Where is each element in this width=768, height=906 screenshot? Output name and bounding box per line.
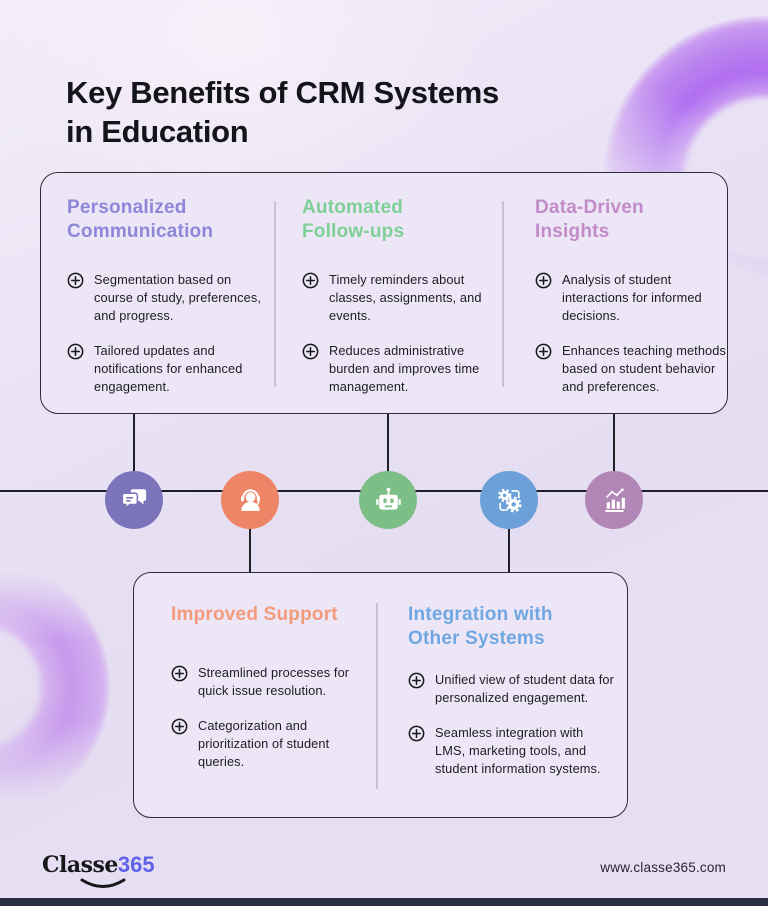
column-personalized-communication: Personalized Communication Segmentation … (41, 173, 272, 413)
benefit-text: Tailored updates and notifications for e… (94, 343, 243, 394)
top-benefits-card: Personalized Communication Segmentation … (40, 172, 728, 414)
benefit-text: Analysis of student interactions for inf… (562, 272, 702, 323)
column-divider (502, 201, 504, 387)
benefit-item: Timely reminders about classes, assignme… (302, 271, 500, 325)
classe365-logo: Classe365 (42, 852, 155, 892)
decorative-ring-bottom-left (0, 556, 110, 818)
gears-icon (497, 488, 522, 512)
connector-bottom-2 (508, 497, 511, 573)
benefit-text: Timely reminders about classes, assignme… (329, 272, 482, 323)
plus-icon (408, 725, 425, 742)
benefit-item: Analysis of student interactions for inf… (535, 271, 727, 325)
robot-icon (375, 487, 401, 510)
robot-icon-circle (359, 471, 417, 529)
title-line-1: Key Benefits of CRM Systems (66, 74, 499, 110)
plus-icon (67, 272, 84, 289)
column-improved-support: Improved Support Streamlined processes f… (134, 573, 375, 817)
column-heading: Integration with Other Systems (408, 604, 553, 649)
plus-icon (302, 272, 319, 289)
benefit-item: Categorization and prioritization of stu… (171, 717, 375, 771)
column-heading: Improved Support (171, 604, 338, 625)
benefit-item: Tailored updates and notifications for e… (67, 342, 272, 396)
benefit-text: Enhances teaching methods based on stude… (562, 343, 726, 394)
column-heading: Personalized Communication (67, 197, 214, 242)
column-divider (274, 201, 276, 387)
logo-smile-arc (80, 878, 126, 888)
plus-icon (67, 343, 84, 360)
column-data-driven-insights: Data-Driven Insights Analysis of student… (500, 173, 727, 413)
headset-icon (240, 488, 260, 511)
plus-icon (535, 272, 552, 289)
plus-icon (171, 718, 188, 735)
connector-bottom-1 (249, 497, 252, 573)
connector-top-3 (613, 413, 616, 493)
plus-icon (408, 672, 425, 689)
plus-icon (302, 343, 319, 360)
chart-icon-circle (585, 471, 643, 529)
benefit-text: Reduces administrative burden and improv… (329, 343, 480, 394)
plus-icon (535, 343, 552, 360)
footer-bar (0, 898, 768, 906)
benefit-text: Seamless integration with LMS, marketing… (435, 725, 601, 776)
benefit-item: Streamlined processes for quick issue re… (171, 664, 375, 700)
benefit-text: Categorization and prioritization of stu… (198, 718, 330, 769)
benefit-item: Enhances teaching methods based on stude… (535, 342, 727, 396)
column-integration-other-systems: Integration with Other Systems Unified v… (375, 573, 627, 817)
benefit-item: Unified view of student data for persona… (408, 671, 627, 707)
website-url: www.classe365.com (600, 860, 726, 875)
column-automated-follow-ups: Automated Follow-ups Timely reminders ab… (272, 173, 500, 413)
connector-top-1 (133, 413, 136, 493)
bottom-benefits-card: Improved Support Streamlined processes f… (133, 572, 628, 818)
benefit-text: Unified view of student data for persona… (435, 672, 614, 705)
page-title: Key Benefits of CRM Systems in Education (66, 73, 499, 151)
title-line-2: in Education (66, 113, 249, 149)
connector-top-2 (387, 413, 390, 493)
column-heading: Data-Driven Insights (535, 197, 644, 242)
column-divider (376, 603, 378, 789)
headset-icon-circle (221, 471, 279, 529)
logo-wordmark: Classe (42, 852, 118, 878)
benefit-item: Segmentation based on course of study, p… (67, 271, 272, 325)
chat-icon-circle (105, 471, 163, 529)
plus-icon (171, 665, 188, 682)
chat-icon (121, 488, 146, 510)
gears-icon-circle (480, 471, 538, 529)
benefit-item: Seamless integration with LMS, marketing… (408, 724, 627, 778)
benefit-text: Segmentation based on course of study, p… (94, 272, 261, 323)
column-heading: Automated Follow-ups (302, 197, 405, 242)
benefit-text: Streamlined processes for quick issue re… (198, 665, 350, 698)
chart-icon (604, 487, 625, 512)
logo-365: 365 (117, 852, 155, 877)
benefit-item: Reduces administrative burden and improv… (302, 342, 500, 396)
